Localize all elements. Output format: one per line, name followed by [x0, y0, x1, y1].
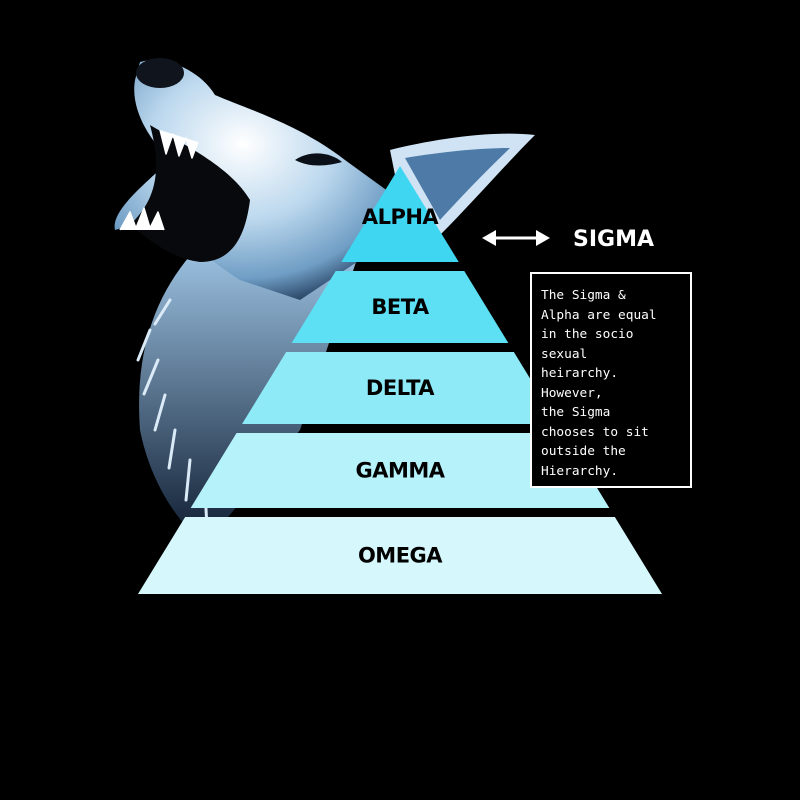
wolf-ear-inner — [405, 148, 510, 220]
pyramid-tier-beta — [291, 271, 509, 343]
pyramid-tier-omega — [138, 517, 662, 594]
wolf-lower-teeth — [119, 207, 165, 231]
pyramid-label-beta: BETA — [371, 295, 430, 319]
pyramid-label-omega: OMEGA — [358, 544, 443, 568]
pyramid-tier-gamma — [190, 433, 610, 508]
pyramid-label-delta: DELTA — [366, 376, 435, 400]
sigma-label: SIGMA — [573, 227, 654, 252]
double-headed-arrow-icon — [482, 230, 550, 246]
pyramid: ALPHA BETA DELTA GAMMA OMEGA — [138, 166, 662, 594]
wolf-eye — [295, 153, 342, 166]
wolf-nose — [136, 58, 184, 88]
wolf-mane-strands — [136, 298, 209, 530]
pyramid-tier-alpha — [341, 166, 459, 262]
pyramid-tier-delta — [242, 352, 558, 424]
wolf-head — [114, 60, 400, 301]
pyramid-label-alpha: ALPHA — [362, 205, 440, 229]
pyramid-label-gamma: GAMMA — [355, 459, 445, 483]
note-box: The Sigma & Alpha are equal in the socio… — [530, 272, 692, 488]
wolf-upper-teeth — [159, 129, 199, 159]
sigma-relation: SIGMA — [482, 227, 654, 252]
